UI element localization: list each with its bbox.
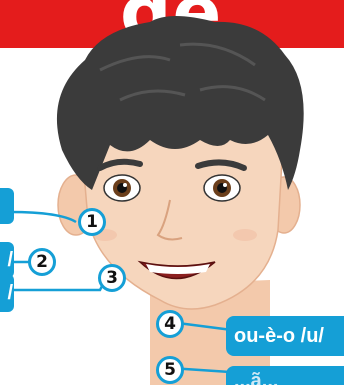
label-5-box: ...ã... <box>226 366 344 385</box>
label-1-box <box>0 188 14 224</box>
label-4-box: ou-è-o /u/ <box>226 316 344 356</box>
marker-3: 3 <box>98 264 126 292</box>
label-3-text: / <box>7 282 13 305</box>
label-5-text: ...ã... <box>234 370 278 385</box>
label-3-box: / <box>0 274 14 312</box>
label-2-text: / <box>7 249 13 272</box>
label-2-box: / <box>0 242 14 278</box>
label-4-text: ou-è-o /u/ <box>234 325 324 348</box>
marker-1: 1 <box>78 208 106 236</box>
marker-2: 2 <box>28 248 56 276</box>
marker-5: 5 <box>156 356 184 384</box>
marker-4: 4 <box>156 310 184 338</box>
